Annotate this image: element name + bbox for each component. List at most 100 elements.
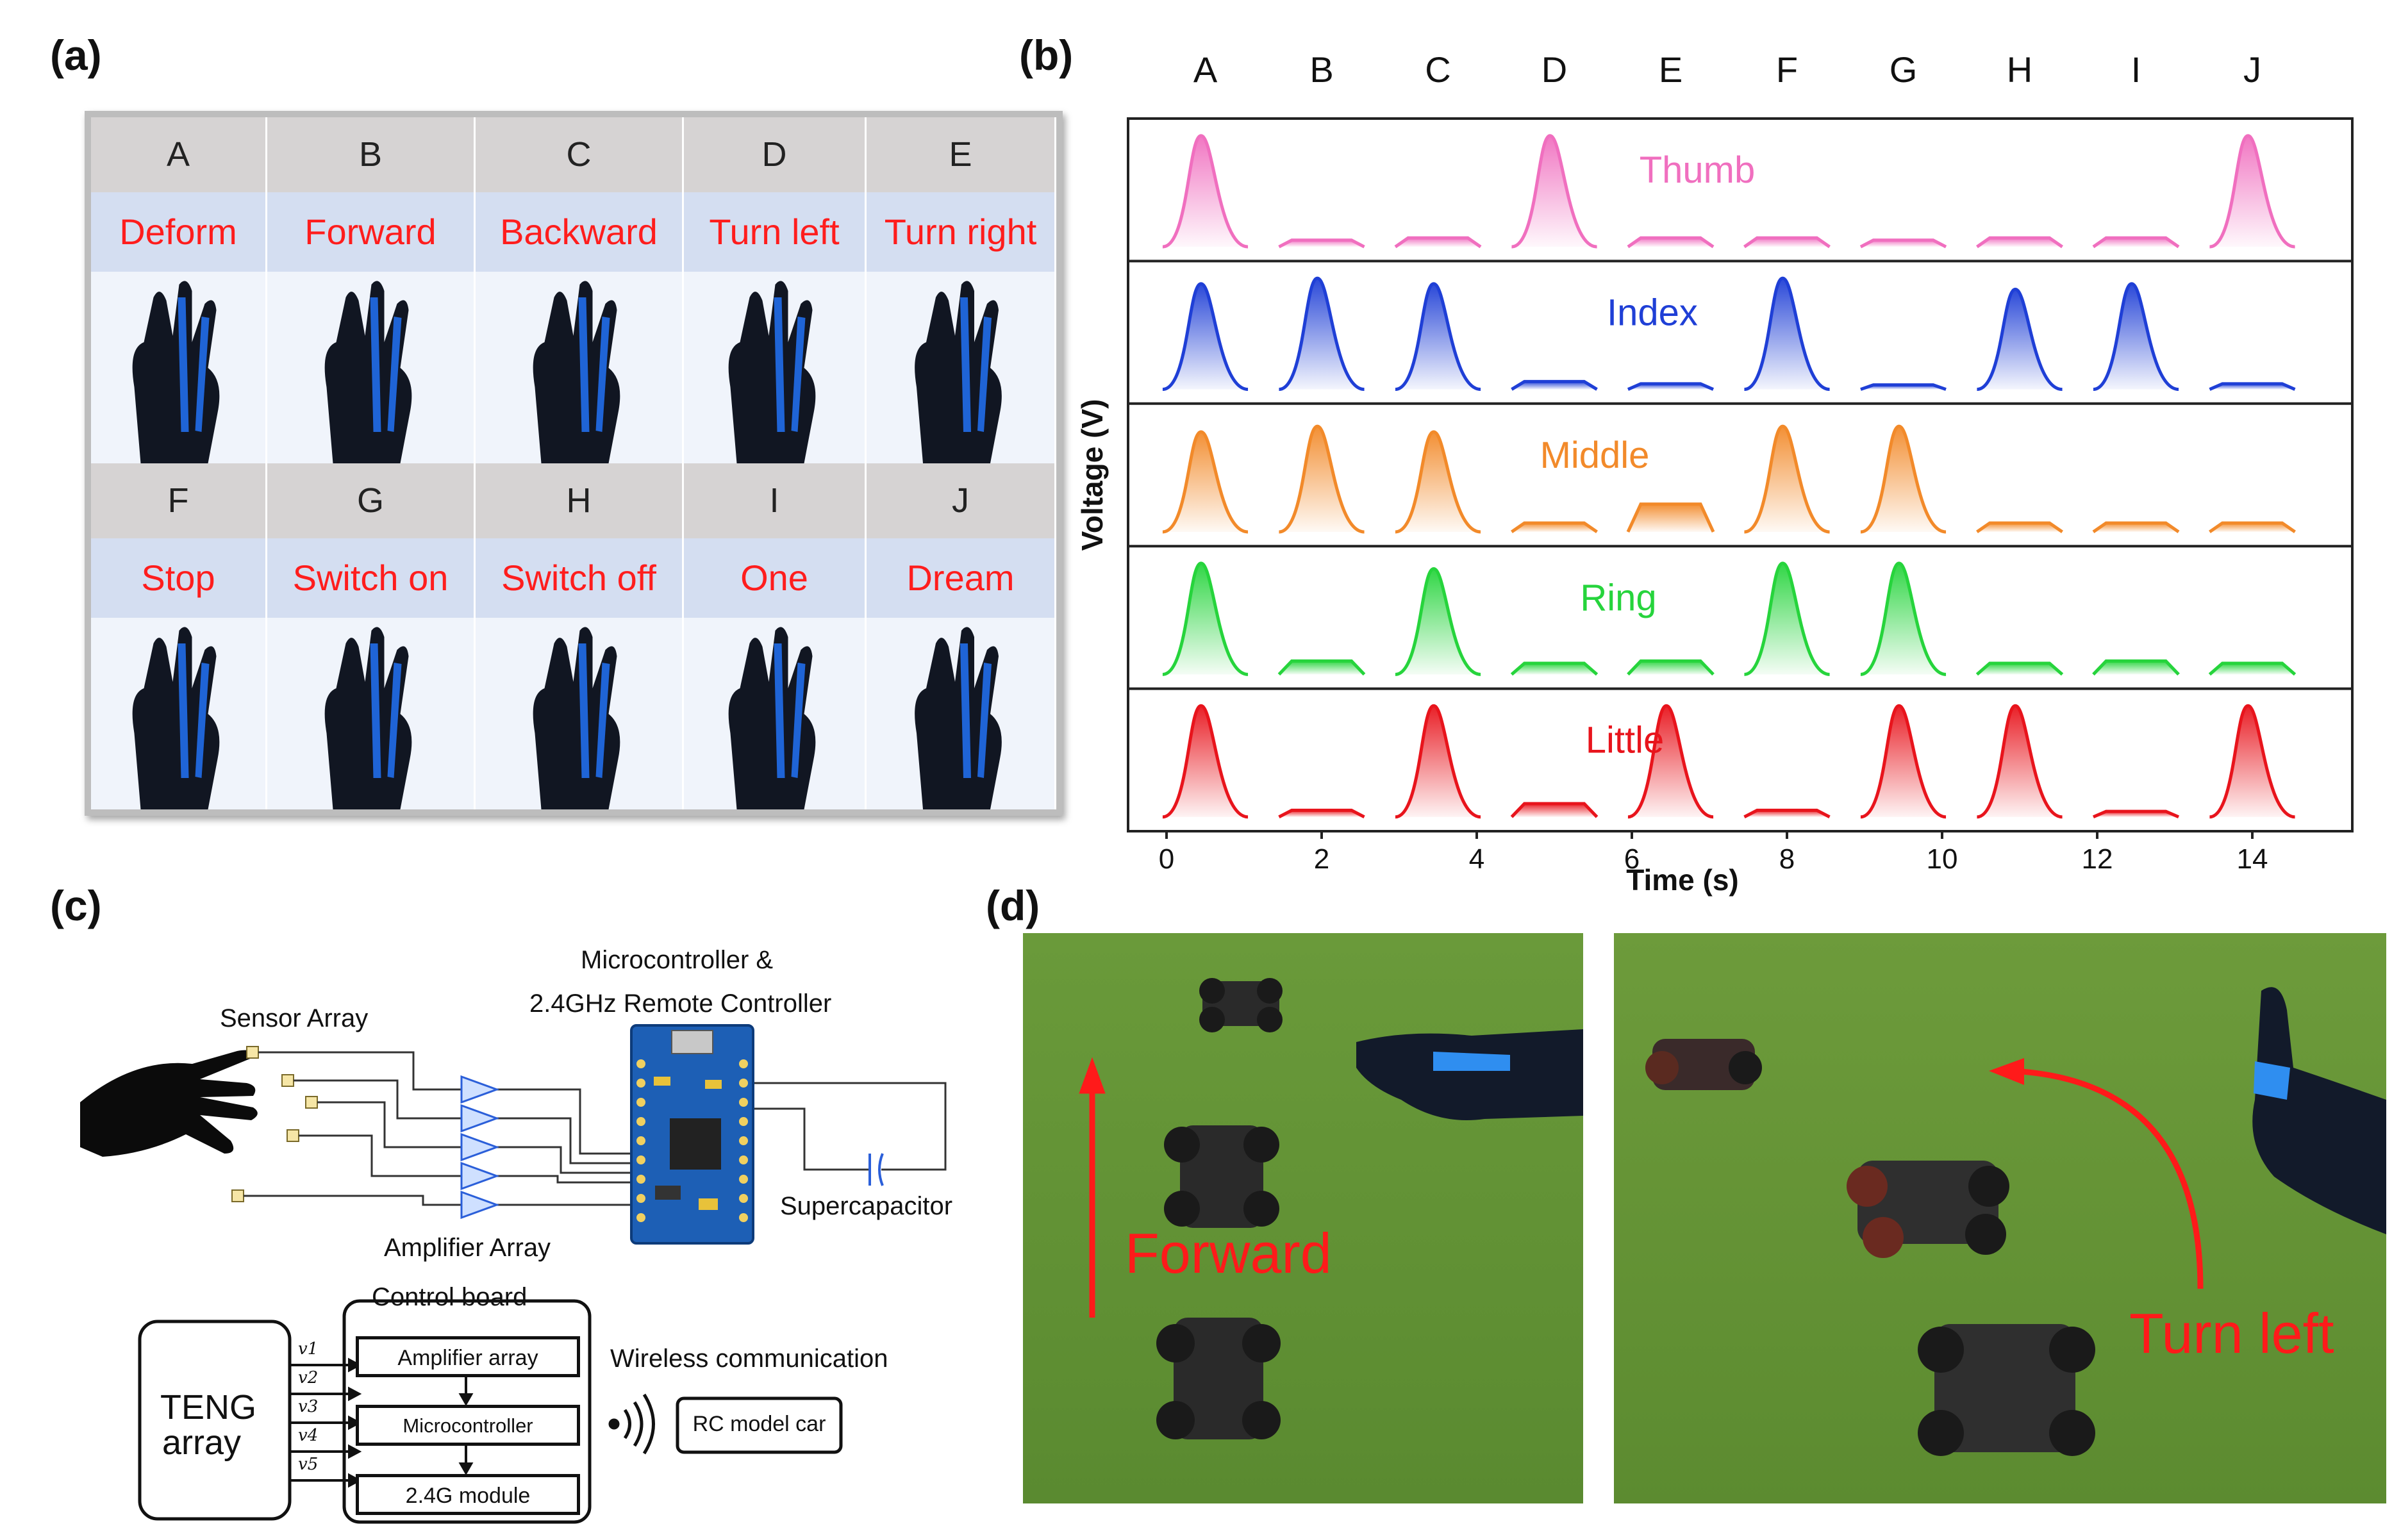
little-pulse-line (1976, 704, 2063, 819)
thumb-pulse-line (1743, 236, 1831, 249)
forward-caption: Forward (1125, 1221, 1332, 1285)
gesture-label: Dream (867, 538, 1056, 618)
supercapacitor-label: Supercapacitor (780, 1192, 953, 1220)
middle-pulse-fill (1744, 426, 1830, 532)
index-pulse-fill (1744, 278, 1830, 390)
ring-pulse-fill (1627, 661, 1714, 675)
thumb-pulse-fill (1744, 238, 1830, 247)
index-pulse-fill (1511, 381, 1597, 390)
x-tick-label: 2 (1314, 843, 1329, 875)
little-pulse-fill (1162, 706, 1249, 817)
index-pulse-fill (2093, 283, 2179, 390)
middle-pulse-fill (2093, 523, 2179, 532)
gloved-hand-drawing (80, 1050, 258, 1157)
ring-pulse-fill (2093, 661, 2179, 675)
gesture-letter: I (684, 463, 867, 538)
thumb-pulse-line (1162, 134, 1249, 249)
thumb-pulse-fill (1977, 238, 2063, 247)
rc-model-car-label: RC model car (692, 1412, 826, 1436)
ring-pulse-fill (1860, 563, 1947, 675)
panel-label-c: (c) (50, 882, 102, 929)
ring-pulse-fill (1977, 663, 2063, 675)
glove-icon (324, 281, 412, 463)
little-pulse-fill (1744, 810, 1830, 817)
index-pulse-fill (1162, 283, 1249, 390)
x-tick-label: 12 (2082, 843, 2113, 875)
thumb-pulse-fill (1279, 240, 1365, 247)
ring-pulse-line (2092, 659, 2180, 676)
middle-pulse-fill (1395, 431, 1481, 532)
gesture-letter: E (867, 117, 1056, 192)
photo-turn-left (1614, 933, 2386, 1503)
gesture-glove-image (476, 272, 684, 463)
glove-icon (728, 627, 816, 809)
series-label-thumb: Thumb (1640, 149, 1756, 191)
glove-icon (324, 627, 412, 809)
gesture-letter: F (91, 463, 267, 538)
index-pulse-fill (1977, 289, 2063, 390)
x-tick-label: 0 (1159, 843, 1174, 875)
glove-icon (132, 281, 220, 463)
series-label-middle: Middle (1540, 435, 1650, 476)
middle-pulse-line (1278, 424, 1365, 534)
little-pulse-fill (1511, 803, 1597, 817)
ring-pulse-line (1627, 659, 1715, 676)
gesture-label: Forward (267, 192, 476, 272)
middle-pulse-fill (1977, 523, 2063, 532)
ring-pulse-line (1162, 561, 1249, 676)
ring-pulse-line (1743, 561, 1830, 676)
thumb-pulse-fill (1395, 238, 1481, 247)
ring-pulse-fill (1511, 663, 1597, 675)
little-pulse-fill (1977, 706, 2063, 817)
little-pulse-fill (1395, 706, 1481, 817)
glove-icon (132, 627, 220, 809)
amplifier-array-label: Amplifier Array (384, 1234, 551, 1262)
gesture-letter-J: J (2243, 49, 2261, 90)
teng-label: TENG (160, 1388, 257, 1427)
index-pulse-fill (1279, 278, 1365, 390)
rc-car-icon (1847, 1161, 2009, 1258)
thumb-pulse-fill (1511, 135, 1597, 247)
thumb-pulse-line (1976, 236, 2063, 249)
middle-pulse-line (1511, 521, 1598, 534)
series-label-index: Index (1607, 292, 1698, 333)
thumb-pulse-fill (1860, 240, 1947, 247)
rc-car-icon (1156, 1318, 1281, 1439)
middle-pulse-fill (1860, 426, 1947, 532)
microcontroller-block: Microcontroller (356, 1405, 580, 1446)
middle-pulse-line (1976, 521, 2063, 534)
thumb-up-glove-icon (2252, 987, 2386, 1234)
gesture-glove-image (867, 618, 1056, 809)
thumb-pulse-fill (1627, 238, 1714, 247)
little-pulse-line (1743, 808, 1831, 818)
gesture-letter-F: F (1776, 49, 1798, 90)
ring-pulse-line (1860, 561, 1947, 676)
gesture-label: Backward (476, 192, 684, 272)
turn-left-arrow-icon (2011, 1068, 2204, 1289)
gesture-glove-image (91, 618, 267, 809)
thumb-pulse-fill (1162, 135, 1249, 247)
gesture-glove-image (867, 272, 1056, 463)
thumb-pulse-line (1394, 236, 1482, 249)
thumb-pulse-fill (2093, 238, 2179, 247)
ring-pulse-fill (1744, 563, 1830, 675)
little-pulse-line (1278, 808, 1365, 818)
sensor-pads (231, 1046, 318, 1202)
glove-icon (728, 281, 816, 463)
photo-forward (1023, 933, 1583, 1503)
middle-pulse-line (1162, 430, 1249, 534)
panel-label-d: (d) (986, 882, 1040, 929)
turn-left-caption: Turn left (2129, 1302, 2334, 1365)
index-pulse-line (1860, 383, 1947, 391)
control-board-label: Control board (372, 1283, 528, 1311)
up-arrow-icon (1079, 1057, 1106, 1318)
block-diagram (138, 1299, 843, 1524)
glove-icon (533, 281, 620, 463)
ring-pulse-fill (1279, 661, 1365, 675)
y-axis-label: Voltage (V) (1076, 399, 1109, 551)
x-tick-label: 10 (1927, 843, 1958, 875)
middle-pulse-fill (1279, 426, 1365, 532)
ring-pulse-fill (2209, 663, 2295, 675)
